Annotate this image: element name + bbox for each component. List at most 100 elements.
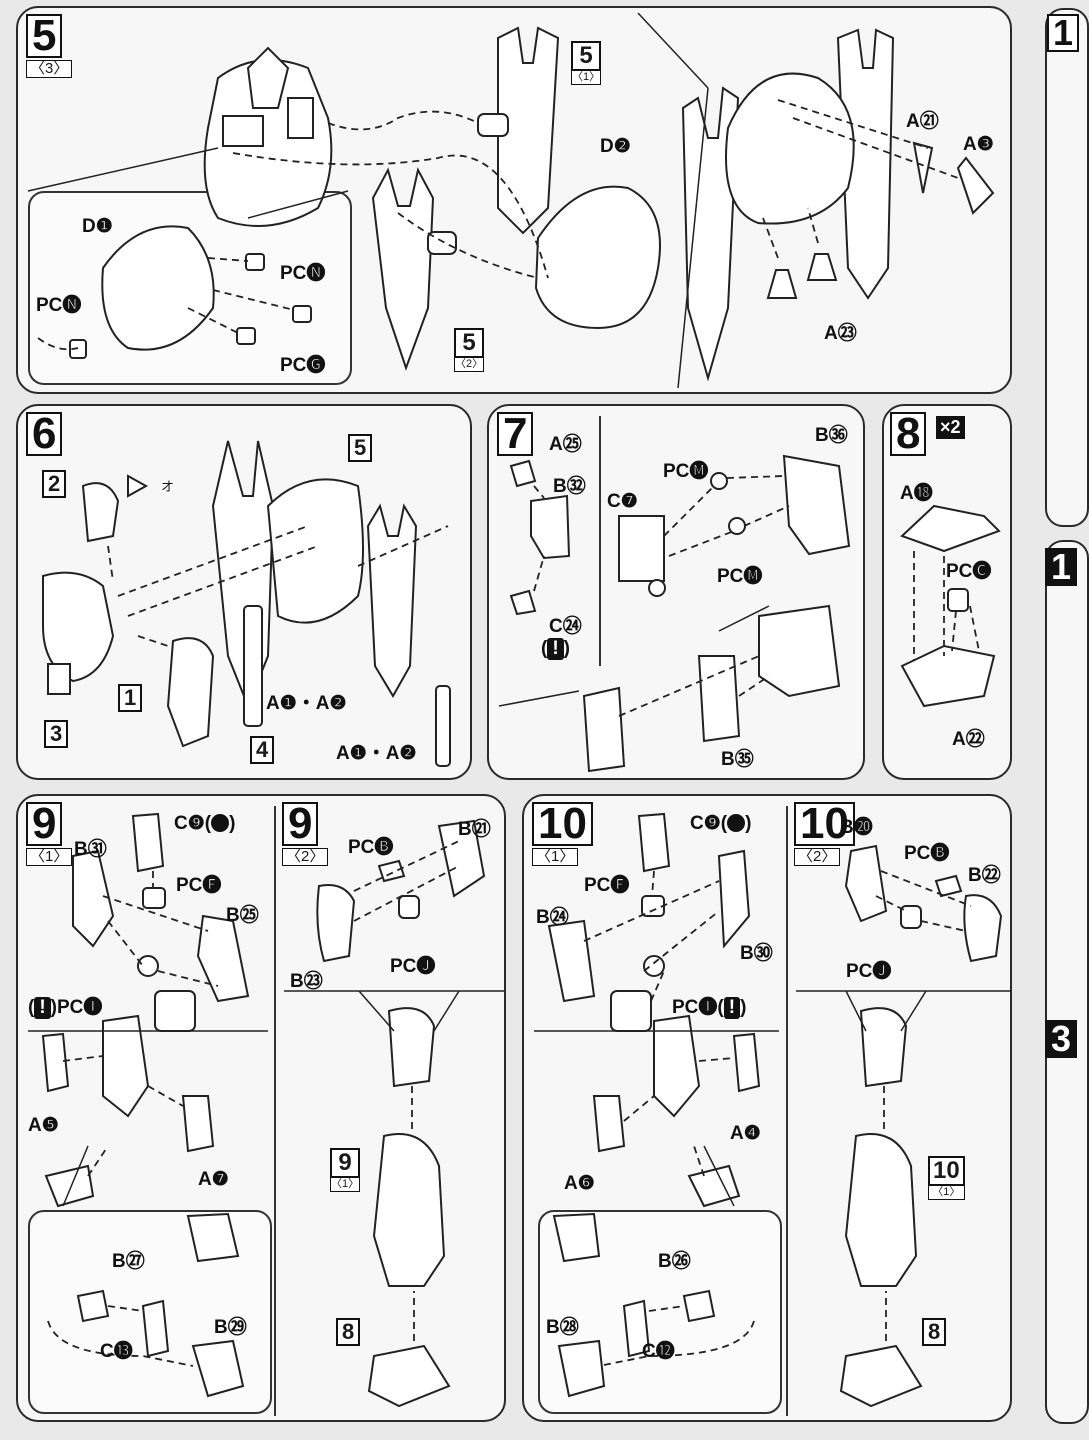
step-sub-number: 〈1〉	[26, 848, 73, 866]
paint-dot-icon	[727, 814, 746, 832]
sub-assembly-ref: 8	[922, 1318, 947, 1346]
part-label: PC🅘(!)	[672, 997, 747, 1019]
part-label: A⓲	[900, 483, 933, 504]
step-number: 1	[1045, 548, 1078, 586]
step-sub-number: 〈2〉	[282, 848, 329, 866]
part-label: A㉕	[549, 434, 582, 455]
sub-assembly-ref: 3	[44, 720, 69, 748]
part-label: B㉙	[214, 1317, 247, 1338]
part-label: C⓭	[100, 1341, 133, 1362]
part-label: B㉜	[553, 476, 586, 497]
part-label: PC🅜	[717, 566, 763, 587]
adjacent-panel	[1045, 540, 1089, 1424]
step-5-panel: 5 〈3〉	[16, 6, 1012, 394]
step-sub-number: 〈1〉	[532, 848, 579, 866]
part-label: B㉗	[112, 1251, 145, 1272]
part-label: A❼	[198, 1169, 229, 1190]
step-number: 9	[282, 802, 319, 846]
part-label: A㉓	[824, 323, 857, 344]
part-label: PC🅒	[946, 561, 992, 582]
step-number: 5	[26, 14, 63, 58]
glue-note: オ	[161, 479, 175, 494]
step-9-1-illustration	[28, 812, 268, 1398]
step-7-illustration	[498, 454, 851, 773]
step-5-illustration	[27, 12, 995, 389]
part-label: PC🅑	[348, 837, 394, 858]
step-number: 9	[26, 802, 63, 846]
part-label: B㉛	[74, 839, 107, 860]
vertical-divider	[274, 806, 276, 1416]
warning-mark: !	[34, 997, 51, 1019]
step-6-panel: 6 オ 5 2 1 3 4 A❶・A❷ A❶・A❷	[16, 404, 472, 780]
step-reference: 5〈1〉	[571, 41, 602, 85]
sub-assembly-ref: 4	[250, 736, 275, 764]
part-label: D❷	[600, 136, 631, 157]
step-9-2-illustration	[284, 819, 504, 1408]
step-number: 6	[26, 412, 63, 456]
part-label: A❹	[730, 1123, 761, 1144]
step-number: 7	[497, 412, 534, 456]
vertical-divider	[599, 416, 601, 666]
part-label: B㉘	[546, 1317, 579, 1338]
step-reference: 9〈1〉	[330, 1148, 361, 1192]
part-label: B㊱	[815, 425, 848, 446]
multiplier-badge: ×2	[936, 416, 965, 439]
step-8-panel: 8 ×2 A⓲ PC🅒 A㉒	[882, 404, 1012, 780]
warning-mark: (!)	[541, 638, 570, 660]
part-label: B⓴	[840, 817, 873, 838]
vertical-divider	[786, 806, 788, 1416]
part-label: A❶・A❷	[336, 743, 417, 764]
step-10-panel: 10 〈1〉	[522, 794, 1012, 1422]
part-label: B㉚	[740, 943, 773, 964]
part-label: B㉟	[721, 749, 754, 770]
part-label: PC🅙	[390, 956, 436, 977]
sub-assembly-ref: 5	[348, 434, 373, 462]
part-label: PC🅖	[280, 355, 326, 376]
part-label: B㉖	[658, 1251, 691, 1272]
part-label: (!)PC🅘	[28, 997, 103, 1019]
step-number: 10	[532, 802, 593, 846]
part-label: PC🅕	[584, 875, 630, 896]
sub-assembly-ref: 8	[336, 1318, 361, 1346]
part-label: D❶	[82, 216, 113, 237]
part-label: PC🅕	[176, 875, 222, 896]
part-label: PC🅙	[846, 961, 892, 982]
step-number: 8	[890, 412, 927, 456]
step-sub-number: 〈3〉	[26, 60, 73, 78]
step-8-illustration	[900, 504, 1001, 708]
part-label: C❾()	[690, 813, 752, 834]
part-label: A❸	[963, 134, 994, 155]
step-number: 1	[1047, 14, 1080, 52]
adjacent-page-edge: 1 1 3	[1043, 0, 1089, 1440]
part-label: B㉓	[290, 971, 323, 992]
part-label: C❾()	[174, 813, 236, 834]
adjacent-panel	[1045, 8, 1089, 527]
part-label: B㉑	[458, 819, 491, 840]
step-sub-number: 〈2〉	[794, 848, 841, 866]
part-label: C⓬	[642, 1341, 675, 1362]
paint-dot-icon	[211, 814, 230, 832]
step-10-1-illustration	[534, 812, 779, 1398]
sub-assembly-ref: 2	[42, 470, 67, 498]
step-10-2-illustration	[796, 844, 1011, 1408]
step-reference: 5〈2〉	[454, 328, 485, 372]
part-label: A㉑	[906, 111, 939, 132]
warning-mark: !	[723, 997, 741, 1019]
part-label: C㉔	[549, 616, 582, 637]
step-9-panel: 9 〈1〉	[16, 794, 506, 1422]
step-7-panel: 7 A㉕ B㉜ C㉔ (!) B㊱	[487, 404, 865, 780]
part-label: B㉒	[968, 865, 1001, 886]
part-label: A㉒	[952, 729, 985, 750]
part-label: PC🅝	[36, 295, 82, 316]
part-label: A❺	[28, 1115, 59, 1136]
step-number: 10	[794, 802, 855, 846]
sub-assembly-ref: 1	[118, 684, 143, 712]
step-6-illustration	[42, 440, 451, 767]
part-label: PC🅑	[904, 843, 950, 864]
part-label: C❼	[607, 491, 638, 512]
part-label: B㉕	[226, 905, 259, 926]
part-label: PC🅜	[663, 461, 709, 482]
part-label: A❻	[564, 1173, 595, 1194]
step-number: 3	[1045, 1020, 1078, 1058]
step-reference: 10〈1〉	[928, 1156, 965, 1200]
